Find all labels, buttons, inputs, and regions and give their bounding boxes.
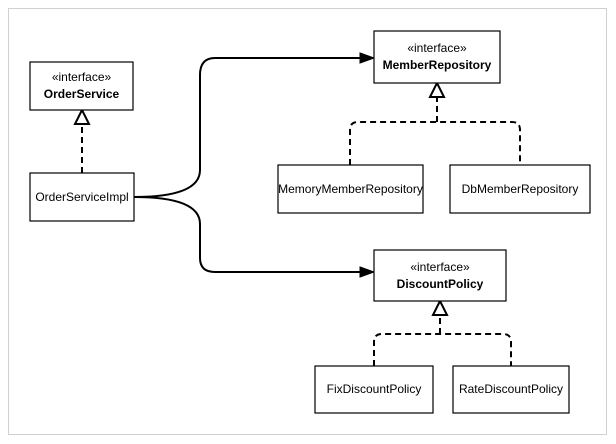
- class-fixdiscountpolicy[interactable]: FixDiscountPolicy: [314, 365, 434, 414]
- class-memberrepository[interactable]: «interface» MemberRepository: [373, 30, 501, 84]
- class-orderserviceimpl[interactable]: OrderServiceImpl: [29, 172, 135, 222]
- stereotype-label: «interface»: [407, 41, 467, 55]
- class-discountpolicy[interactable]: «interface» DiscountPolicy: [373, 249, 507, 302]
- class-name: OrderServiceImpl: [35, 190, 128, 204]
- class-orderservice[interactable]: «interface» OrderService: [29, 61, 134, 111]
- class-dbmemberrepository[interactable]: DbMemberRepository: [449, 164, 591, 214]
- class-name: DbMemberRepository: [462, 182, 579, 196]
- class-name: MemberRepository: [383, 58, 492, 72]
- class-name: FixDiscountPolicy: [327, 382, 422, 396]
- edge-discount-policies-realize-discountpolicy: [373, 298, 512, 366]
- stereotype-label: «interface»: [410, 260, 470, 274]
- class-name: RateDiscountPolicy: [459, 382, 563, 396]
- stereotype-label: «interface»: [52, 70, 112, 84]
- edge-member-repositories-realize-memberrepository: [349, 80, 521, 165]
- edge-orderserviceimpl-to-memberrepository: [133, 52, 376, 198]
- edge-orderserviceimpl-realizes-orderservice: [73, 107, 91, 173]
- class-name: OrderService: [44, 87, 120, 101]
- class-memorymemberrepository[interactable]: MemoryMemberRepository: [277, 164, 424, 214]
- edge-orderserviceimpl-to-discountpolicy: [133, 196, 376, 278]
- class-name: MemoryMemberRepository: [278, 182, 423, 196]
- class-ratediscountpolicy[interactable]: RateDiscountPolicy: [452, 365, 570, 414]
- class-name: DiscountPolicy: [397, 277, 484, 291]
